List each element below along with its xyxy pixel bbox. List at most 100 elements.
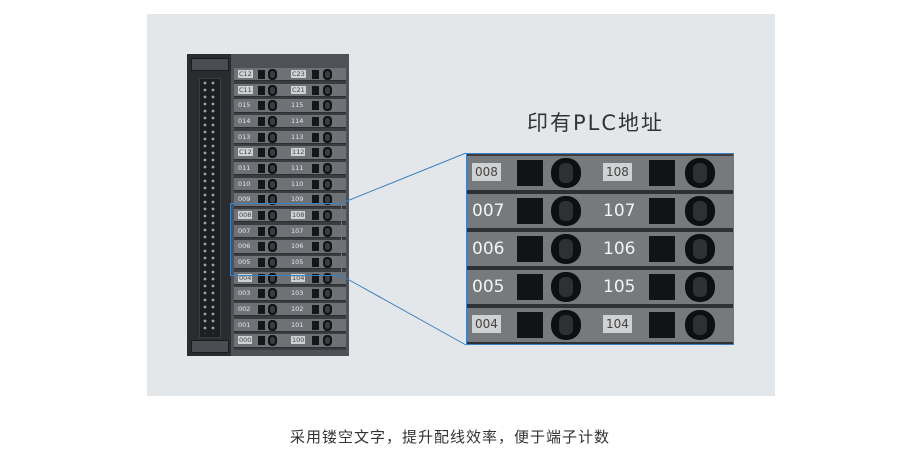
screw-hole <box>323 84 332 96</box>
terminal-slot <box>312 320 319 330</box>
terminal-label-left: 007 <box>238 226 251 235</box>
terminal-slot <box>312 289 319 299</box>
terminal-label-right: 113 <box>291 132 304 141</box>
terminal-label-left: 008 <box>238 211 253 219</box>
screw-hole <box>323 131 332 143</box>
terminal-slot <box>312 85 319 95</box>
terminal-slot <box>312 179 319 189</box>
terminal-label-right: 105 <box>291 258 304 266</box>
terminal-label-right: 104 <box>291 273 306 282</box>
callout-line-bottom <box>341 275 467 346</box>
terminal-slot <box>312 273 319 283</box>
terminal-slot <box>258 195 265 205</box>
zoom-screw-hole <box>685 196 715 226</box>
terminal-slot <box>258 85 265 95</box>
terminal-slot <box>258 117 265 126</box>
screw-hole <box>323 319 332 331</box>
screw-hole <box>268 84 277 96</box>
screw-hole <box>323 147 332 159</box>
terminal-slot <box>258 148 265 158</box>
screw-hole <box>268 131 277 143</box>
zoom-label-left: 005 <box>472 277 505 297</box>
screw-hole <box>268 100 277 112</box>
screw-hole <box>323 335 332 347</box>
terminal-slot <box>258 70 265 79</box>
terminal-row: C11 C21 <box>234 83 346 98</box>
zoom-terminal-slot <box>517 198 543 224</box>
screw-hole <box>323 288 332 300</box>
terminal-slot <box>258 258 265 267</box>
zoom-terminal-slot <box>517 160 543 186</box>
latch-bottom <box>191 340 229 353</box>
screw-hole <box>268 304 277 315</box>
terminal-label-right: 102 <box>291 305 304 313</box>
zoom-terminal-slot <box>517 312 543 338</box>
screw-hole <box>323 163 332 174</box>
zoom-terminal-slot <box>649 236 675 262</box>
terminal-row: 013 113 <box>234 130 346 145</box>
terminal-slot <box>258 226 265 236</box>
zoom-screw-hole <box>551 310 581 340</box>
zoom-label-right: 106 <box>603 239 636 259</box>
terminal-row: 002 102 <box>234 303 346 317</box>
zoom-screw-hole <box>685 158 715 188</box>
screw-hole <box>268 147 277 159</box>
terminal-label-left: 011 <box>238 164 251 172</box>
screw-hole <box>268 178 277 190</box>
zoom-terminal-slot <box>649 160 675 186</box>
zoom-screw-hole <box>551 272 581 302</box>
zoom-label-right: 108 <box>603 163 632 181</box>
callout-line-top <box>341 152 467 204</box>
terminal-label-right: 106 <box>291 242 304 251</box>
terminal-slot <box>258 336 265 346</box>
screw-hole <box>268 225 277 237</box>
zoom-terminal-slot <box>517 236 543 262</box>
screw-hole <box>268 288 277 300</box>
screw-hole <box>323 241 332 253</box>
connector-header <box>187 54 231 356</box>
zoom-screw-hole <box>551 234 581 264</box>
screw-hole <box>323 272 332 284</box>
zoom-screw-hole <box>685 272 715 302</box>
terminal-label-left: 005 <box>238 258 251 266</box>
screw-hole <box>323 116 332 127</box>
terminal-slot <box>312 132 319 142</box>
terminal-slot <box>258 305 265 314</box>
terminal-label-left: 010 <box>238 179 251 188</box>
terminal-label-right: 112 <box>291 148 306 157</box>
terminal-slot <box>312 305 319 314</box>
zoom-row-divider <box>467 342 733 344</box>
connector-pins <box>201 80 217 334</box>
terminal-label-left: 013 <box>238 132 251 141</box>
terminal-label-left: 002 <box>238 305 251 313</box>
terminal-slot <box>312 336 319 346</box>
terminal-label-left: C11 <box>238 85 253 94</box>
terminal-label-right: C21 <box>291 85 306 94</box>
zoom-screw-hole <box>551 158 581 188</box>
terminal-slot <box>258 132 265 142</box>
terminal-label-left: 014 <box>238 117 251 125</box>
terminal-slot <box>312 195 319 205</box>
terminal-slot <box>258 320 265 330</box>
latch-top <box>191 58 229 71</box>
screw-hole <box>268 257 277 268</box>
screw-hole <box>323 69 332 80</box>
screw-hole <box>268 116 277 127</box>
terminal-row: 005 105 <box>234 256 346 270</box>
terminal-slot <box>312 258 319 267</box>
zoom-row-divider <box>467 190 733 194</box>
screw-hole <box>268 272 277 284</box>
terminal-slot <box>312 117 319 126</box>
